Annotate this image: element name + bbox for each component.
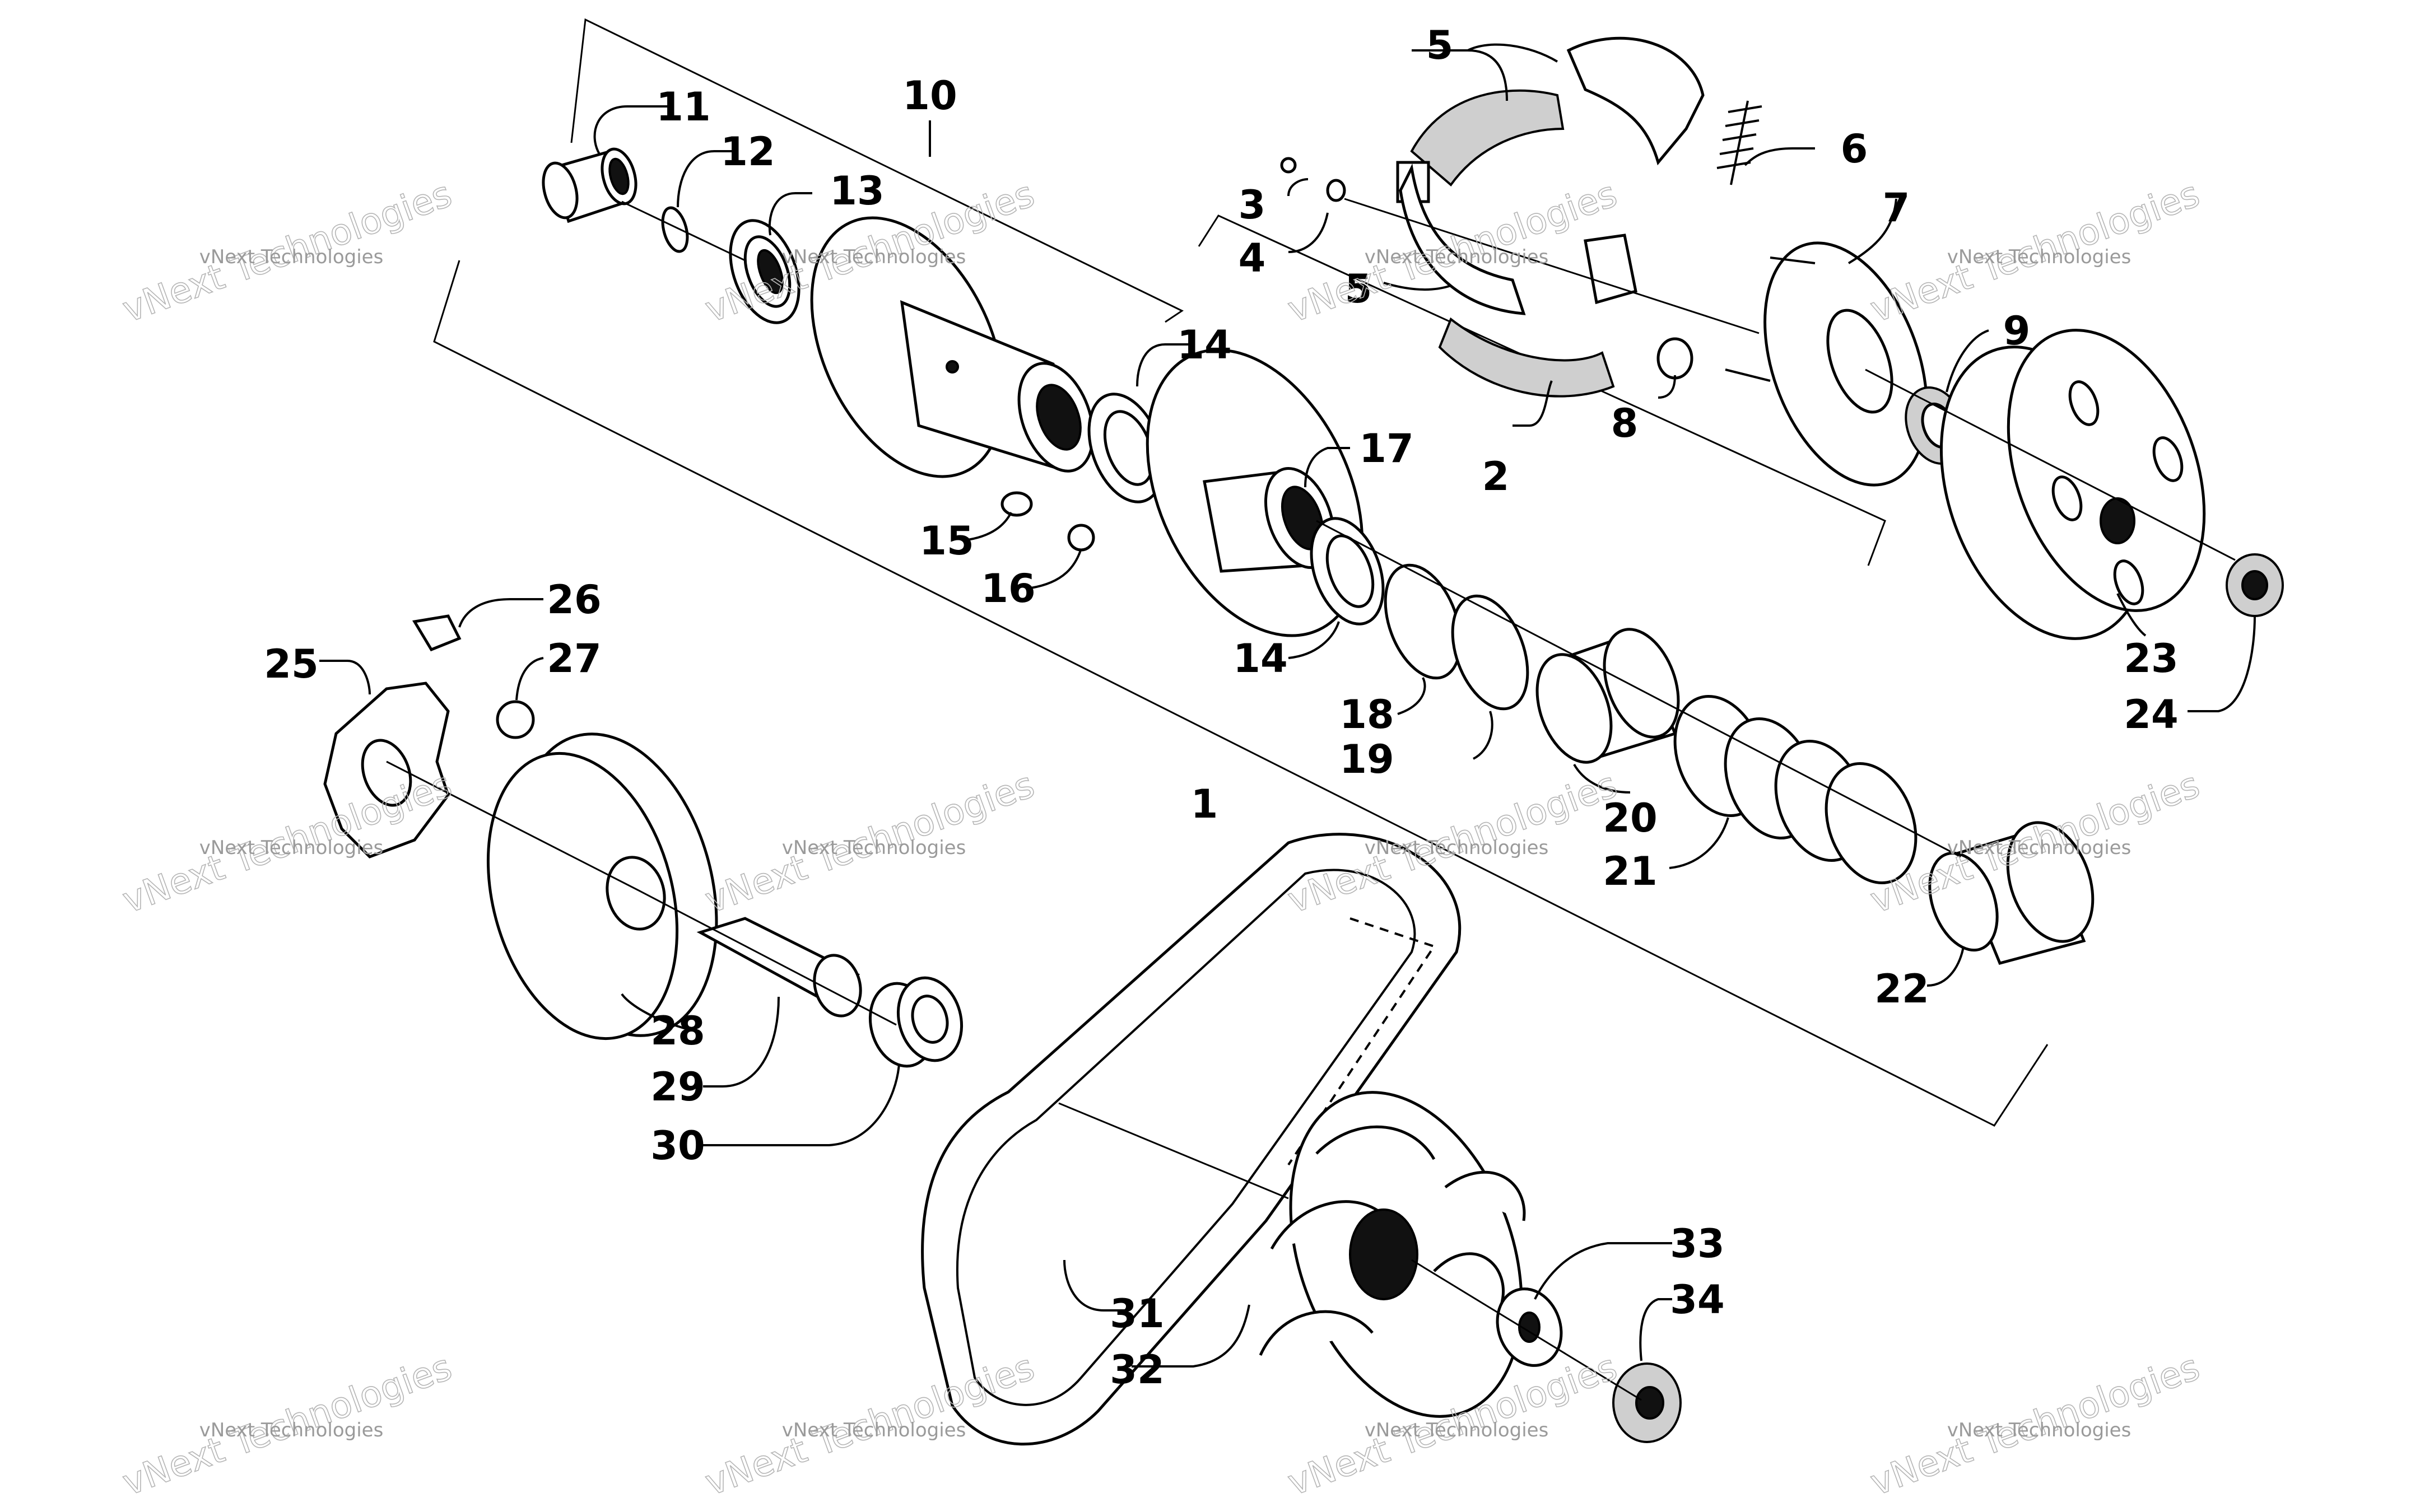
nut-24	[2226, 553, 2284, 617]
callout-31: 31	[1110, 1291, 1164, 1337]
svg-text:vNext Technologies: vNext Technologies	[1947, 837, 2132, 859]
callout-9: 9	[2003, 308, 2031, 354]
callout-10: 10	[902, 73, 957, 119]
callout-24: 24	[2124, 692, 2178, 738]
callout-17: 17	[1359, 426, 1413, 472]
slider-26	[412, 614, 462, 652]
callout-13: 13	[830, 168, 884, 214]
roller-16	[1067, 524, 1095, 552]
seal-13	[729, 219, 801, 324]
callout-20: 20	[1603, 795, 1657, 841]
sliding-sheave-17	[1146, 348, 1364, 637]
pin-15	[1000, 491, 1033, 517]
callout-5-upper: 5	[1426, 22, 1454, 68]
callout-32: 32	[1110, 1347, 1164, 1393]
o-ring-19	[1451, 594, 1529, 711]
clutch-plate-7	[1725, 241, 1928, 487]
svg-text:vNext Technologies: vNext Technologies	[199, 246, 384, 268]
callout-8: 8	[1611, 400, 1639, 446]
watermark: vNext Technologies vNext Technologies	[1865, 1346, 2205, 1505]
callout-18: 18	[1339, 692, 1394, 738]
svg-text:vNext Technologies: vNext Technologies	[782, 1419, 966, 1441]
svg-text:vNext Technologies: vNext Technologies	[1947, 246, 2132, 268]
callout-7: 7	[1883, 185, 1910, 231]
callout-22: 22	[1874, 966, 1929, 1012]
snap-ring-12	[661, 206, 689, 253]
spring-6	[1716, 100, 1762, 185]
watermark: vNext Technologies vNext Technologies	[117, 173, 458, 332]
svg-text:vNext Technologies: vNext Technologies	[1947, 1419, 2132, 1441]
watermark: vNext Technologies vNext Technologies	[700, 764, 1040, 922]
clutch-shoe-5-upper	[1396, 36, 1705, 315]
axis-lines	[386, 198, 2236, 1401]
callout-19: 19	[1339, 736, 1394, 782]
watermark: vNext Technologies vNext Technologies	[117, 764, 458, 922]
nut-34	[1612, 1362, 1682, 1443]
callout-5-lower: 5	[1345, 266, 1372, 312]
callout-14-upper: 14	[1177, 322, 1231, 368]
callout-30: 30	[650, 1123, 705, 1169]
bearing-14-lower	[1310, 517, 1385, 626]
callout-29: 29	[650, 1064, 705, 1110]
parts	[323, 36, 2284, 1446]
sleeve-29	[696, 917, 862, 1018]
spring-21	[1673, 694, 1918, 885]
svg-text:vNext Technologies: vNext Technologies	[782, 837, 966, 859]
clutch-shoe-5-lower	[1438, 234, 1637, 398]
callout-25: 25	[264, 641, 318, 687]
ramp-plate-25	[323, 682, 450, 858]
callout-labels: 1 2 3 4 5 5 6 7 8 9 10 11 12 13 14 14 15…	[264, 22, 2178, 1393]
leader-lines	[319, 43, 2256, 1368]
svg-text:vNext Technologies: vNext Technologies	[782, 246, 966, 268]
driven-pulley-10	[810, 216, 1095, 478]
washer-4	[1326, 179, 1346, 202]
callout-21: 21	[1603, 848, 1657, 894]
callout-28: 28	[650, 1008, 705, 1054]
svg-text:vNext Technologies: vNext Technologies	[199, 837, 384, 859]
callout-14-lower: 14	[1233, 636, 1287, 682]
callout-2: 2	[1482, 454, 1510, 500]
callout-34: 34	[1670, 1277, 1724, 1323]
callout-6: 6	[1841, 126, 1868, 172]
drive-face-28	[486, 732, 718, 1040]
callout-26: 26	[547, 577, 601, 623]
callout-33: 33	[1670, 1221, 1724, 1267]
cup-22	[1928, 821, 2095, 965]
clutch-drum-23	[1939, 329, 2206, 640]
watermark: vNext Technologies vNext Technologies	[1865, 173, 2205, 332]
callout-3: 3	[1239, 182, 1266, 228]
spacer-8	[1656, 337, 1693, 380]
roller-27	[496, 700, 535, 739]
bearing-14-upper	[1087, 393, 1165, 503]
bushing-30	[868, 976, 964, 1068]
callout-27: 27	[547, 636, 601, 682]
svg-text:vNext Technologies: vNext Technologies	[199, 1419, 384, 1441]
callout-4: 4	[1239, 235, 1266, 281]
callout-12: 12	[720, 129, 775, 175]
svg-text:vNext Technologies: vNext Technologies	[1365, 246, 1549, 268]
svg-text:vNext Technologies: vNext Technologies	[1365, 1419, 1549, 1441]
clip-3	[1280, 157, 1297, 174]
drive-belt-31	[921, 833, 1462, 1446]
callout-23: 23	[2124, 636, 2178, 682]
fan-32	[1259, 1091, 1526, 1418]
watermark: vNext Technologies vNext Technologies	[117, 1346, 458, 1505]
bushing-11	[542, 147, 637, 223]
callout-15: 15	[919, 518, 974, 564]
callout-1: 1	[1191, 781, 1218, 827]
svg-text:vNext Technologies: vNext Technologies	[1365, 837, 1549, 859]
callout-16: 16	[981, 566, 1035, 612]
callout-11: 11	[656, 84, 710, 130]
